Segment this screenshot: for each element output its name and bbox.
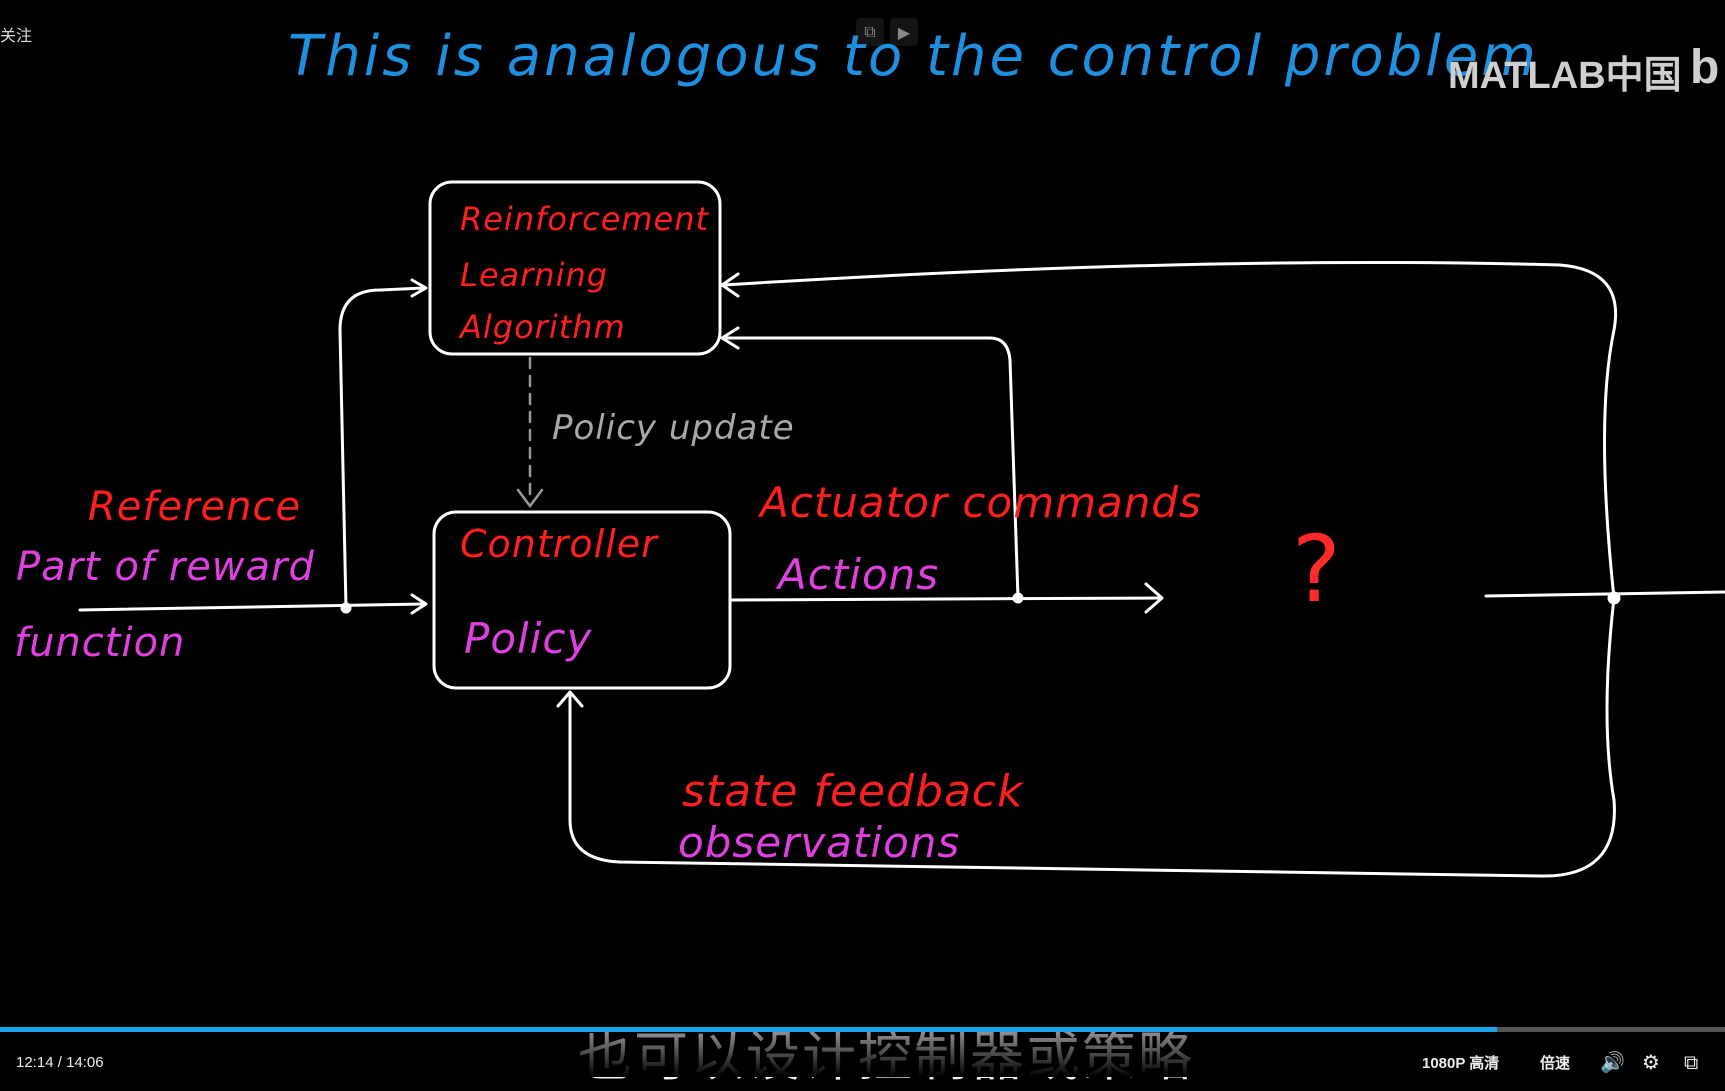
- controller-label: Controller: [460, 522, 658, 566]
- rl-feedback-loop: [722, 261, 1617, 600]
- action-line: [728, 596, 1162, 602]
- policy-label: Policy: [464, 614, 593, 663]
- reward-label-line-1: Part of reward: [16, 544, 315, 590]
- quality-button[interactable]: 1080P 高清: [1422, 1055, 1500, 1072]
- rl-box-line-1: Reinforcement: [460, 200, 710, 238]
- action-branch: [722, 336, 1020, 600]
- rl-ref-arrowhead: [410, 278, 428, 298]
- junction-dot: [1607, 591, 1621, 605]
- unknown-plant-label: ?: [1292, 516, 1342, 623]
- time-current: 12:14: [16, 1054, 54, 1071]
- top-overlay-controls: ⧉ ▶: [856, 18, 920, 50]
- pip-icon[interactable]: ⧉: [856, 18, 884, 46]
- reference-arrowhead: [410, 593, 428, 615]
- mini-player-icon[interactable]: ▶: [890, 18, 918, 46]
- player-control-bar: [0, 1024, 1725, 1077]
- bilibili-logo-icon: b: [1690, 41, 1720, 94]
- speed-button[interactable]: 倍速: [1540, 1055, 1571, 1072]
- volume-icon[interactable]: 🔊: [1600, 1050, 1625, 1074]
- policy-update-label: Policy update: [552, 408, 795, 448]
- reference-branch: [338, 286, 426, 610]
- fullscreen-window-icon[interactable]: ⧉: [1684, 1050, 1699, 1074]
- rl-feedback-arrowhead: [720, 272, 740, 298]
- policy-update-arrowhead: [516, 488, 544, 509]
- rl-algorithm-box: [428, 180, 722, 356]
- controller-feedback-arrowhead: [556, 690, 584, 708]
- settings-gear-icon[interactable]: ⚙: [1642, 1050, 1660, 1074]
- rl-box-line-3: Algorithm: [460, 308, 626, 346]
- time-display: 12:14 / 14:06: [16, 1054, 104, 1071]
- rl-box-line-2: Learning: [460, 256, 609, 294]
- plant-output-line: [1484, 590, 1725, 598]
- action-arrowhead: [1144, 582, 1164, 614]
- junction-dot: [340, 602, 352, 614]
- time-separator: /: [57, 1054, 62, 1071]
- brand-watermark: MATLAB中国: [1448, 55, 1682, 97]
- progress-bar[interactable]: [0, 1027, 1725, 1032]
- observations-label: observations: [678, 818, 961, 867]
- actions-label: Actions: [778, 550, 940, 599]
- progress-fill: [0, 1027, 1498, 1032]
- controller-feedback-loop: [568, 596, 1616, 878]
- junction-dot: [1012, 592, 1024, 604]
- reward-label-line-2: function: [14, 620, 186, 666]
- reference-line: [78, 602, 426, 612]
- actuator-label: Actuator commands: [760, 478, 1202, 527]
- time-total: 14:06: [66, 1054, 104, 1071]
- slide-title: This is analogous to the control problem: [288, 24, 1539, 89]
- reference-label: Reference: [88, 484, 302, 530]
- state-feedback-label: state feedback: [682, 766, 1024, 817]
- rl-action-arrowhead: [720, 326, 740, 350]
- follow-label[interactable]: 关注: [0, 26, 33, 45]
